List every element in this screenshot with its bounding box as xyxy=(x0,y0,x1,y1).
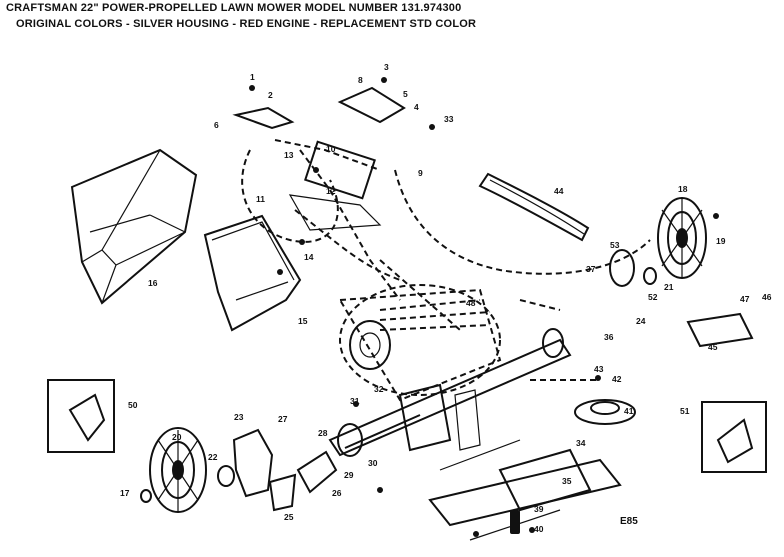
handle-assembly xyxy=(232,86,651,301)
transmission-plate xyxy=(428,399,636,541)
part-label-26: 26 xyxy=(332,488,342,498)
part-label-39: 39 xyxy=(534,504,544,514)
part-label-25: 25 xyxy=(284,512,294,522)
part-label-34: 34 xyxy=(576,438,586,448)
grass-bag xyxy=(203,214,302,332)
part-label-40: 40 xyxy=(534,524,544,534)
part-label-10: 10 xyxy=(326,144,336,154)
part-label-6: 6 xyxy=(214,120,219,130)
part-label-41: 41 xyxy=(624,406,634,416)
part-label-24: 24 xyxy=(636,316,646,326)
part-label-3: 3 xyxy=(384,62,389,72)
part-label-18: 18 xyxy=(678,184,688,194)
part-label-23: 23 xyxy=(234,412,244,422)
part-label-17: 17 xyxy=(120,488,130,498)
bracket xyxy=(686,312,754,348)
grass-bag-frame xyxy=(70,148,198,305)
part-label-43: 43 xyxy=(594,364,604,374)
wheel-adjuster xyxy=(232,428,338,512)
part-label-15: 15 xyxy=(298,316,308,326)
part-label-44: 44 xyxy=(554,186,564,196)
part-label-20: 20 xyxy=(172,432,182,442)
part-label-45: 45 xyxy=(708,342,718,352)
part-label-28: 28 xyxy=(318,428,328,438)
part-label-50: 50 xyxy=(128,400,138,410)
part-label-30: 30 xyxy=(368,458,378,468)
part-label-33: 33 xyxy=(444,114,454,124)
diagram-subtitle: ORIGINAL COLORS - SILVER HOUSING - RED E… xyxy=(16,18,477,30)
part-label-46: 46 xyxy=(762,292,772,302)
part-label-1: 1 xyxy=(250,72,255,82)
part-label-16: 16 xyxy=(148,278,158,288)
part-label-13: 13 xyxy=(284,150,294,160)
part-label-37: 37 xyxy=(586,264,596,274)
part-label-42: 42 xyxy=(612,374,622,384)
rear-axle xyxy=(328,328,572,457)
engine xyxy=(338,284,502,402)
part-label-52: 52 xyxy=(648,292,658,302)
rear-right-wheel xyxy=(609,197,707,287)
part-label-32: 32 xyxy=(374,384,384,394)
diagram-title: CRAFTSMAN 22" POWER-PROPELLED LAWN MOWER… xyxy=(6,2,462,14)
part-label-47: 47 xyxy=(740,294,750,304)
part-label-2: 2 xyxy=(268,90,273,100)
part-labels: 1 2 3 4 5 6 8 9 10 11 12 13 14 15 16 17 … xyxy=(120,62,772,534)
part-label-19: 19 xyxy=(716,236,726,246)
part-label-12: 12 xyxy=(326,186,336,196)
part-label-53: 53 xyxy=(610,240,620,250)
part-label-35: 35 xyxy=(562,476,572,486)
small-hardware xyxy=(249,77,719,537)
part-label-5: 5 xyxy=(403,89,408,99)
part-label-14: 14 xyxy=(304,252,314,262)
inset-box-right xyxy=(701,401,767,473)
diagram-code: E85 xyxy=(620,516,638,527)
drive-belt xyxy=(478,172,590,242)
part-label-11: 11 xyxy=(256,194,265,204)
front-left-wheel xyxy=(140,427,235,513)
part-label-29: 29 xyxy=(344,470,354,480)
part-label-31: 31 xyxy=(350,396,360,406)
inset-box-left xyxy=(47,379,115,453)
part-label-48: 48 xyxy=(466,298,476,308)
part-label-9: 9 xyxy=(418,168,423,178)
part-label-8: 8 xyxy=(358,75,363,85)
part-label-36: 36 xyxy=(604,332,614,342)
part-label-22: 22 xyxy=(208,452,218,462)
part-label-4: 4 xyxy=(414,102,419,112)
part-label-51: 51 xyxy=(680,406,690,416)
part-label-21: 21 xyxy=(664,282,674,292)
part-label-27: 27 xyxy=(278,414,288,424)
